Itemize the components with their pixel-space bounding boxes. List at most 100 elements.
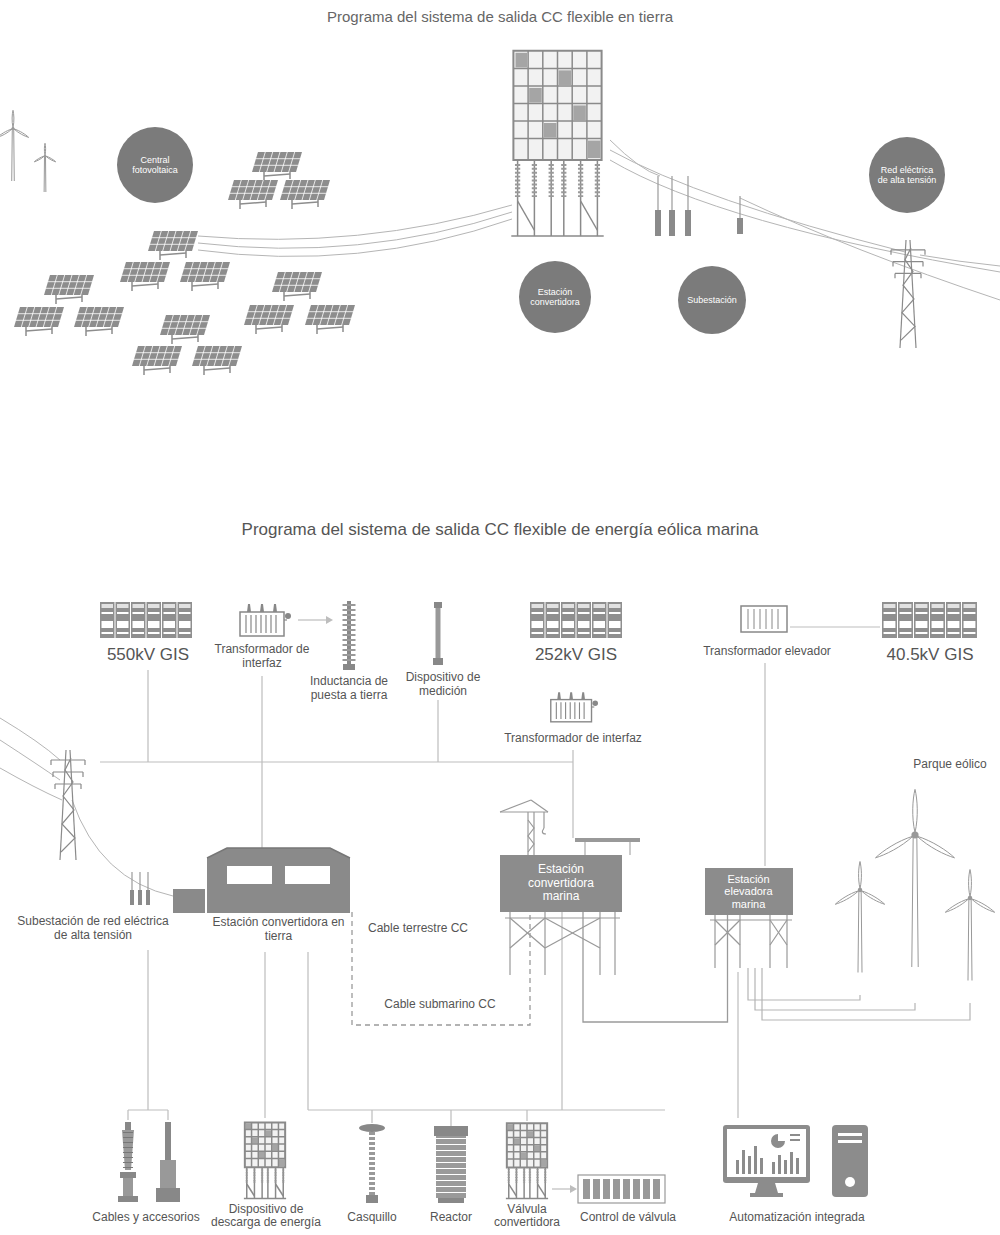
component-label: Cables y accesorios	[92, 1211, 199, 1225]
grid-circle: Red eléctrica de alta tensión	[869, 137, 945, 213]
transformer-icon-part	[240, 604, 291, 636]
building-window	[227, 866, 272, 884]
wind-turbine-part	[945, 870, 996, 1004]
substation-pole-part-part	[671, 176, 672, 210]
bushing-icon-part	[366, 1195, 378, 1203]
solar-panel-part	[148, 231, 198, 260]
automation-icon-part-part	[838, 1133, 862, 1136]
cable-accessory-icon-part	[125, 1122, 131, 1130]
component-label: Reactor	[430, 1211, 472, 1225]
solar-panel-part	[252, 152, 302, 181]
power-wire-part	[920, 255, 1000, 266]
bus-wire-part	[737, 972, 738, 1118]
substation-pole-part-part	[739, 196, 740, 218]
valve-control-icon-part-part	[633, 1179, 640, 1199]
platform-legs-part	[544, 912, 545, 975]
node-label: Estación convertidora	[526, 287, 584, 308]
building-shape	[205, 828, 352, 914]
substation-pole-part	[655, 210, 743, 236]
substation-pole-part-part	[139, 872, 140, 890]
substation-pole-part-part	[131, 872, 132, 890]
solar-panel-part	[272, 272, 322, 301]
platform-legs-part	[509, 912, 510, 975]
bus-wire-part	[572, 750, 573, 838]
gis-label: 550kV GIS	[107, 645, 189, 665]
platform-legs	[505, 912, 792, 975]
plant-circle: Central fotovoltaica	[117, 127, 193, 203]
automation-icon-part-part	[748, 1156, 751, 1174]
crane	[500, 800, 548, 855]
platform-legs-part	[545, 918, 600, 948]
valve-control-icon-part	[583, 1179, 660, 1199]
area-label: Parque eólico	[913, 758, 986, 772]
platform-legs-part	[739, 915, 740, 968]
step-up-transformer-icon-part-part	[754, 609, 755, 629]
helideck-part-part	[585, 842, 586, 855]
valve-control-icon-part	[578, 1175, 665, 1203]
solar-panel-part	[132, 346, 182, 375]
valve-control-icon-part-part	[643, 1179, 650, 1199]
node-label: Red eléctrica de alta tensión	[877, 165, 938, 186]
cable-label: Cable submarino CC	[381, 997, 498, 1011]
automation-icon-part-part	[845, 1177, 855, 1187]
step-up-transformer-icon-part-part	[772, 609, 773, 629]
bus-wire-part	[307, 952, 308, 1110]
array-cable-part	[762, 968, 970, 1020]
component-label: Casquillo	[347, 1211, 396, 1225]
reactor-icon-part	[436, 1136, 466, 1198]
automation-icon-part-part	[760, 1158, 763, 1174]
automation-icon-part-part	[772, 1162, 775, 1174]
platform-legs-part	[769, 915, 770, 968]
helideck-part	[585, 842, 630, 855]
solar-panel-part	[74, 307, 124, 336]
cable-accessory-icon-part	[118, 1196, 138, 1202]
automation-icon-part-part	[778, 1155, 781, 1174]
platform-legs-part	[510, 918, 545, 948]
transmission-tower	[51, 750, 85, 860]
wind-turbine-part	[34, 143, 56, 201]
bushing-icon-part	[359, 1124, 385, 1132]
grounding-inductor-icon	[343, 601, 355, 670]
substation-pole-part-part	[146, 890, 150, 905]
step-up-transformer-icon-part	[748, 609, 778, 629]
bus-wire-part	[526, 1110, 527, 1121]
component-label: Control de válvula	[580, 1211, 676, 1225]
converter-building	[511, 51, 603, 236]
automation-icon-part-part	[784, 1160, 787, 1174]
overhead-wire	[0, 718, 173, 896]
helideck	[575, 838, 640, 855]
bus-wire	[100, 620, 880, 1189]
overhead-wire-part	[72, 800, 173, 896]
automation-icon-part	[838, 1133, 862, 1187]
cable-accessory-icon-part	[160, 1160, 176, 1188]
part-label: Inductancia de puesta a tierra	[299, 675, 399, 703]
cable-accessory-icon	[118, 1122, 180, 1202]
bus-wire-part	[147, 670, 148, 762]
diagram-title: Programa del sistema de salida CC flexib…	[327, 8, 673, 25]
connector-group	[352, 912, 728, 1025]
bus-wire-part	[450, 1110, 451, 1126]
measuring-device-icon-part	[436, 602, 441, 660]
node-label: Estación convertidora en tierra	[209, 916, 349, 944]
cable-accessory-icon-part	[123, 1178, 133, 1196]
platform-legs-part	[786, 915, 787, 968]
reactor-icon-part	[436, 1138, 466, 1196]
part-label: Transformador de interfaz	[504, 732, 642, 746]
bus-wire-part	[167, 1110, 168, 1120]
gis-cabinet-part	[530, 602, 622, 638]
cable-accessory-icon-part	[120, 1172, 136, 1178]
solar-panel-part	[120, 262, 170, 291]
step-up-transformer-icon-part-part	[778, 609, 779, 629]
platform-legs-part	[505, 917, 620, 918]
solar-panel-part	[44, 275, 94, 304]
solar-panel-part	[305, 305, 355, 334]
platform-legs-part	[714, 915, 715, 968]
automation-icon-part-part	[750, 1193, 783, 1197]
node-label: Central fotovoltaica	[125, 155, 186, 176]
valve-control-icon-part-part	[653, 1179, 660, 1199]
power-wire-part	[198, 205, 512, 239]
substation-pole-part-part	[737, 218, 743, 234]
gis-cabinet	[100, 602, 977, 638]
platform-legs-part	[614, 912, 615, 975]
